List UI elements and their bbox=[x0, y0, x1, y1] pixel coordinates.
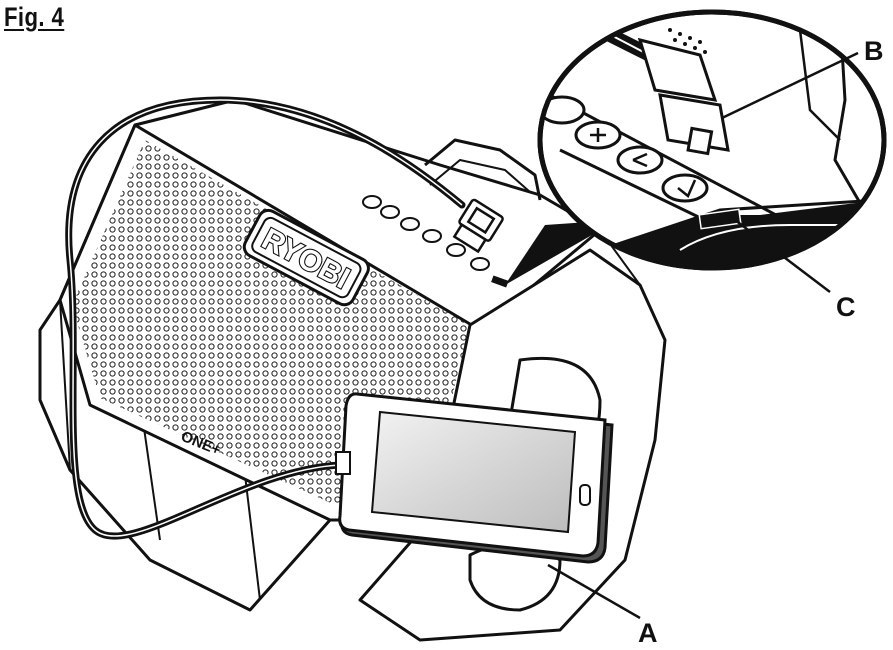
usb-plug bbox=[452, 198, 504, 254]
figure-title: Fig. 4 bbox=[4, 2, 65, 32]
callout-leaders bbox=[547, 51, 859, 620]
callout-A: A bbox=[638, 618, 658, 648]
control-buttons bbox=[362, 195, 490, 271]
phone-home-button bbox=[579, 484, 591, 506]
phone-screen bbox=[370, 410, 577, 534]
callout-C: C bbox=[836, 292, 856, 322]
callout-B: B bbox=[864, 36, 884, 66]
zoom-inset bbox=[505, 9, 887, 285]
smartphone bbox=[335, 392, 614, 564]
phone-connector bbox=[335, 451, 351, 475]
usb-port bbox=[491, 275, 509, 288]
